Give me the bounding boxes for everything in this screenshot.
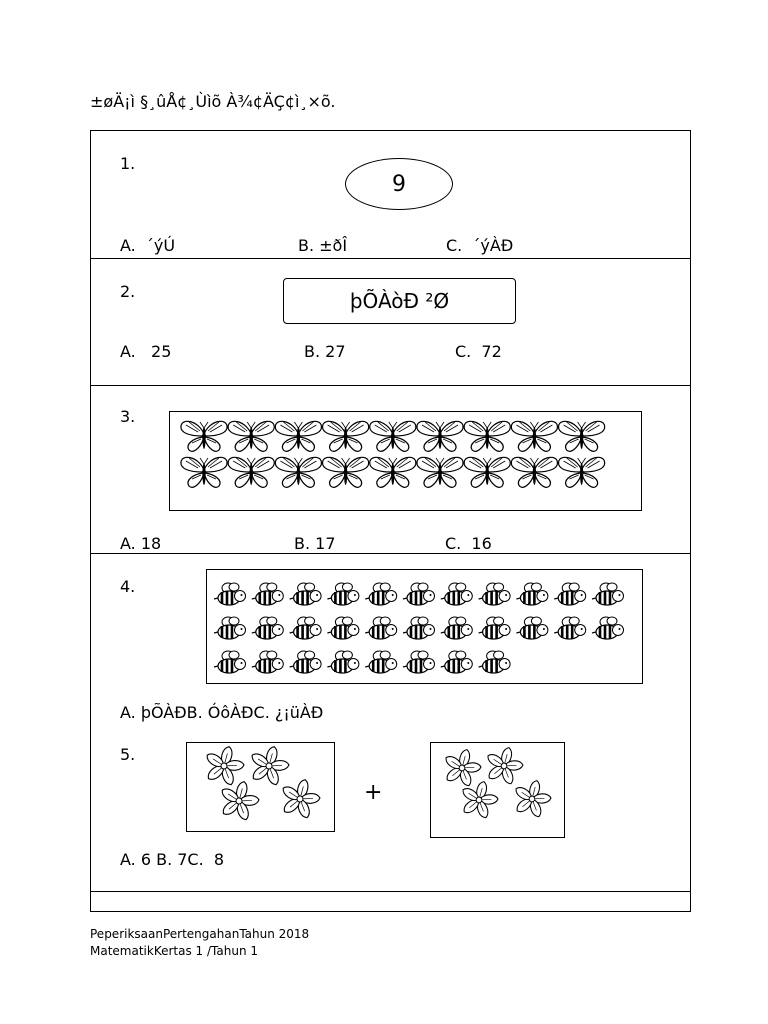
bee-icon xyxy=(440,650,473,674)
butterfly-icon xyxy=(274,420,323,452)
butterfly-icon xyxy=(510,420,559,452)
question-number: 5. xyxy=(120,745,136,764)
butterfly-icon xyxy=(321,420,370,452)
butterfly-icon xyxy=(557,420,606,452)
option-c[interactable]: C. 72 xyxy=(455,342,502,361)
footer-line-2: MatematikKertas 1 /Tahun 1 xyxy=(90,944,258,958)
butterfly-icon xyxy=(180,456,228,488)
butterfly-icon xyxy=(416,456,464,488)
question-number: 2. xyxy=(120,282,136,301)
question-table xyxy=(90,130,691,912)
footer-line-1: PeperiksaanPertengahanTahun 2018 xyxy=(90,927,310,941)
question-number: 1. xyxy=(120,154,136,173)
bee-icon xyxy=(251,616,284,640)
butterfly-icon xyxy=(557,456,606,488)
bee-icon xyxy=(213,616,246,640)
bee-icon xyxy=(478,616,511,640)
butterfly-icon xyxy=(463,456,511,488)
flower-box-left xyxy=(186,742,335,832)
butterfly-grid xyxy=(180,420,606,488)
butterfly-icon xyxy=(369,420,417,452)
butterfly-icon xyxy=(369,456,417,488)
butterfly-icon xyxy=(463,420,511,452)
bee-icon xyxy=(554,582,587,606)
bee-icon xyxy=(440,582,473,606)
instruction-text: ±øÄ¡ì §¸ûÅ¢¸Ùìõ À¾¢ÄÇ¢ì¸×õ. xyxy=(90,92,336,111)
shown-word: þÕÀòÐ ²Ø xyxy=(349,289,450,313)
flower-icon xyxy=(487,747,524,785)
bee-icon xyxy=(591,616,624,640)
bee-icon xyxy=(289,650,322,674)
bee-icon xyxy=(327,650,360,674)
option-a[interactable]: A. 25 xyxy=(120,342,172,361)
flower-icon xyxy=(462,781,499,819)
flower-group-left xyxy=(206,746,321,821)
bee-icon xyxy=(365,616,398,640)
options-line[interactable]: A. þÕÀÐB. ÓôÀÐC. ¿¡üÀÐ xyxy=(120,703,324,722)
bee-picture-box xyxy=(206,569,643,684)
butterfly-icon xyxy=(180,420,228,452)
options-line[interactable]: A. 6 B. 7C. 8 xyxy=(120,850,225,869)
bee-icon xyxy=(516,582,549,606)
flower-icon xyxy=(206,746,245,786)
option-a[interactable]: A. ´ýÚ xyxy=(120,236,176,255)
row-divider xyxy=(90,258,691,259)
row-divider xyxy=(90,385,691,386)
butterfly-icon xyxy=(274,456,323,488)
row-divider xyxy=(90,891,691,892)
bee-icon xyxy=(402,650,435,674)
number-oval: 9 xyxy=(345,158,453,210)
butterfly-icon xyxy=(227,456,275,488)
bee-icon xyxy=(289,582,322,606)
shown-number: 9 xyxy=(392,171,406,197)
option-b[interactable]: B. ±ðÎ xyxy=(298,236,348,255)
bee-icon xyxy=(327,616,360,640)
bee-icon xyxy=(554,616,587,640)
bee-grid xyxy=(213,582,624,674)
butterfly-picture-box xyxy=(169,411,642,511)
plus-sign: + xyxy=(364,780,383,805)
bee-icon xyxy=(365,650,398,674)
bee-icon xyxy=(516,616,549,640)
bee-icon xyxy=(213,650,246,674)
option-a[interactable]: A. 18 xyxy=(120,534,162,553)
butterfly-icon xyxy=(321,456,370,488)
butterfly-icon xyxy=(227,420,275,452)
flower-icon xyxy=(221,781,260,821)
flower-icon xyxy=(282,779,321,819)
butterfly-icon xyxy=(510,456,559,488)
row-divider xyxy=(90,553,691,554)
bee-icon xyxy=(402,582,435,606)
flower-icon xyxy=(251,746,290,786)
bee-icon xyxy=(365,582,398,606)
bee-icon xyxy=(440,616,473,640)
butterfly-icon xyxy=(416,420,464,452)
flower-group-right xyxy=(445,747,552,819)
number-word-box: þÕÀòÐ ²Ø xyxy=(283,278,516,324)
bee-icon xyxy=(402,616,435,640)
option-c[interactable]: C. ´ýÀÐ xyxy=(446,236,514,255)
bee-icon xyxy=(591,582,624,606)
bee-icon xyxy=(478,650,511,674)
bee-icon xyxy=(251,650,284,674)
flower-box-right xyxy=(430,742,565,838)
question-number: 3. xyxy=(120,407,136,426)
bee-icon xyxy=(478,582,511,606)
option-b[interactable]: B. 27 xyxy=(304,342,346,361)
question-number: 4. xyxy=(120,577,136,596)
bee-icon xyxy=(289,616,322,640)
option-c[interactable]: C. 16 xyxy=(445,534,492,553)
bee-icon xyxy=(327,582,360,606)
flower-icon xyxy=(445,749,482,787)
option-b[interactable]: B. 17 xyxy=(294,534,336,553)
flower-icon xyxy=(515,780,552,818)
bee-icon xyxy=(213,582,246,606)
bee-icon xyxy=(251,582,284,606)
